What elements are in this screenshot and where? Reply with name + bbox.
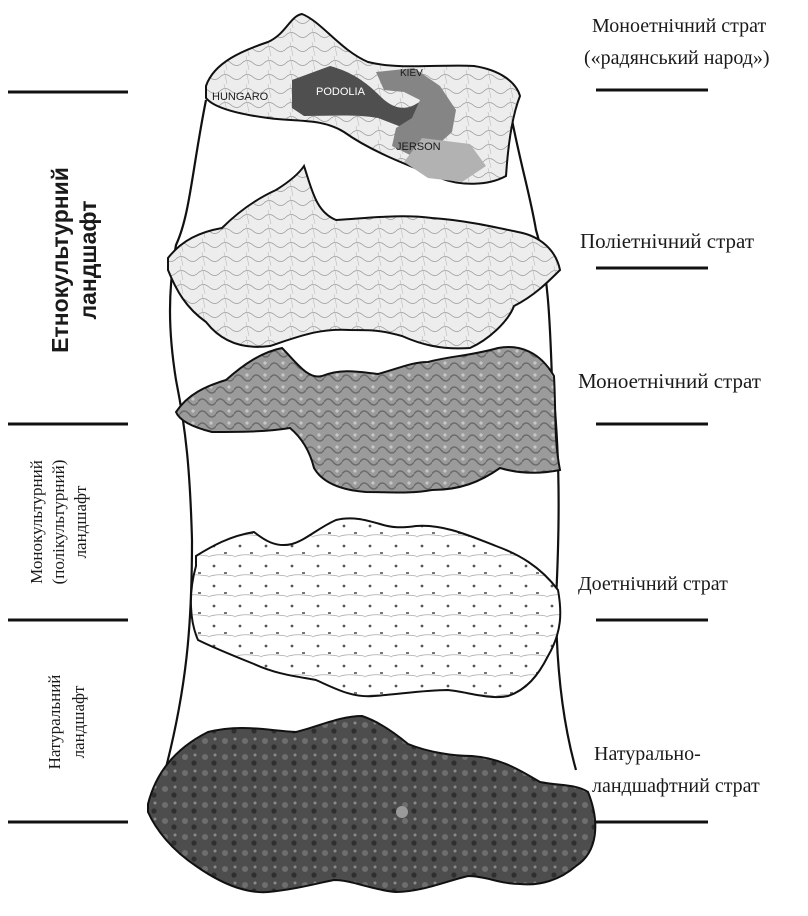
map-label-kiev: KIEV bbox=[400, 68, 423, 79]
stratum-label-pre-ethnic: Доетнічний страт bbox=[578, 573, 728, 595]
stratum-label-mono-soviet-line1: Моноетнічний страт bbox=[592, 15, 766, 37]
stratum-label-natural-line2: ландшафтний страт bbox=[592, 775, 760, 797]
map-label-hungaro: HUNGARO bbox=[212, 91, 269, 103]
map-stratum-mono bbox=[176, 347, 560, 492]
left-label-ethnocultural-line1: Етнокультурний bbox=[47, 167, 73, 353]
left-label-natural-line1: Натуральний bbox=[45, 675, 64, 770]
map-label-podolia: PODOLIA bbox=[316, 86, 366, 98]
map-stratum-natural bbox=[148, 716, 595, 892]
map-label-jerson: JERSON bbox=[396, 141, 441, 153]
stratum-label-mono-soviet-line2: («радянський народ») bbox=[584, 47, 770, 69]
map-stratum-pre-ethnic bbox=[191, 518, 560, 697]
left-label-ethnocultural: Етнокультурний ландшафт bbox=[47, 167, 101, 353]
left-label-ethnocultural-line2: ландшафт bbox=[75, 201, 101, 320]
left-label-natural-line2: ландшафт bbox=[69, 685, 88, 758]
left-label-monocultural-line1: Монокультурний bbox=[27, 460, 46, 584]
left-label-monocultural: Монокультурний (полікультурний) ландшафт bbox=[27, 460, 90, 585]
map-stratum-soviet: HUNGARO PODOLIA KIEV JERSON bbox=[206, 14, 520, 184]
stratum-label-natural-line1: Натурально- bbox=[594, 743, 701, 765]
left-label-monocultural-line2: (полікультурний) bbox=[49, 460, 68, 585]
left-label-natural: Натуральний ландшафт bbox=[45, 675, 88, 770]
column-outline-left bbox=[160, 100, 206, 790]
stratum-label-mono: Моноетнічний страт bbox=[578, 369, 761, 393]
stratum-label-poly: Поліетнічний страт bbox=[580, 229, 754, 253]
left-label-monocultural-line3: ландшафт bbox=[71, 485, 90, 558]
map-stratum-poly bbox=[168, 166, 560, 348]
